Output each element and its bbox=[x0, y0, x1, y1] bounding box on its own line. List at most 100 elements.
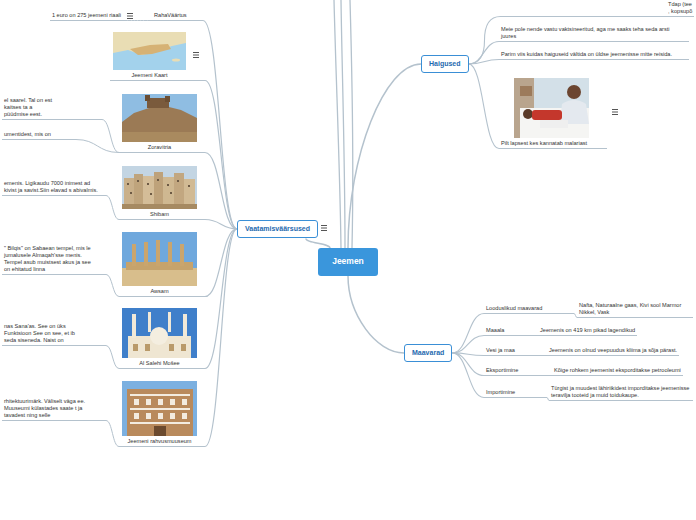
branch-line bbox=[205, 81, 237, 229]
subtopic: rhitektuurimärk. Väliselt väga ee. Muuse… bbox=[2, 398, 106, 421]
temple-picture bbox=[122, 268, 197, 286]
note-icon bbox=[193, 53, 199, 58]
offscreen-branch bbox=[341, 0, 345, 248]
branch-line bbox=[76, 140, 119, 153]
subtopic-text: Türgist ja muudest lähiriikidest impordi… bbox=[551, 385, 691, 399]
museum-picture bbox=[122, 381, 197, 436]
branch-line bbox=[205, 229, 237, 369]
map-picture bbox=[172, 59, 180, 62]
subtopic: 1 euro on 275 jeemeni riaali bbox=[50, 12, 123, 21]
picture-caption: Al Salehi Mošee bbox=[122, 360, 197, 367]
subtopic-text: Meie pole nende vastu vaktsineeritud, ag… bbox=[501, 26, 685, 40]
museum-picture bbox=[154, 426, 166, 436]
city-picture bbox=[143, 176, 154, 204]
city-picture bbox=[137, 180, 139, 182]
picture-topic: Pilt lapsest kes kannatab malariast bbox=[499, 76, 607, 149]
museum-picture bbox=[170, 399, 175, 405]
picture-topic: Awsam bbox=[119, 230, 205, 297]
subtopic: Jeemenis on olnud veepuudus kliima ja sõ… bbox=[547, 347, 679, 356]
subtopic: RahaVäärtus bbox=[152, 12, 203, 21]
subtopic: Tdap (tee , kopsupõ bbox=[666, 1, 694, 17]
branch-line bbox=[106, 274, 119, 296]
subtopic: nas Sana'as. See on üks Funktsioon See o… bbox=[2, 323, 106, 346]
branch-line bbox=[205, 229, 237, 447]
branch-line bbox=[205, 153, 237, 229]
temple-picture bbox=[122, 232, 197, 286]
city-picture bbox=[134, 174, 143, 204]
picture-topic: Zoravitria bbox=[119, 92, 205, 153]
mosque-picture bbox=[133, 344, 186, 351]
branch-line bbox=[205, 220, 237, 229]
subtopic-text: Vesi ja maa bbox=[486, 347, 543, 354]
patient-photo bbox=[523, 109, 533, 119]
topic-label: Vaatamisväärsused bbox=[245, 225, 310, 233]
note-icon bbox=[127, 14, 133, 19]
branch-line bbox=[452, 353, 484, 398]
map-picture bbox=[113, 32, 186, 55]
city-picture bbox=[157, 179, 159, 181]
map-picture bbox=[113, 32, 186, 70]
subtopic: Nafta, Naturaalne gaas, Kivi sool Marmor… bbox=[577, 302, 693, 318]
map-picture bbox=[113, 32, 186, 70]
mosque-picture bbox=[132, 314, 136, 338]
museum-picture bbox=[170, 413, 175, 419]
topic-label: Haigused bbox=[429, 60, 461, 68]
mosque-picture bbox=[169, 344, 174, 351]
subtopic-text: Jeemenis on 419 km pikad lagendikud bbox=[540, 327, 635, 334]
temple-picture bbox=[132, 240, 184, 266]
museum-picture bbox=[130, 422, 190, 424]
subtopic: Importimine bbox=[484, 389, 547, 398]
temple-picture bbox=[144, 242, 148, 266]
subtopic: emenis. Ligikaudu 7000 inimest ad kivist… bbox=[2, 180, 106, 196]
museum-picture bbox=[182, 399, 187, 405]
mosque-picture bbox=[183, 314, 187, 338]
patient-photo bbox=[540, 120, 568, 128]
main-topic: Maavarad bbox=[404, 344, 452, 362]
subtopic-text: el saarel. Tal on est kaitses ta a püüdm… bbox=[4, 97, 54, 118]
subtopic-text: RahaVäärtus bbox=[154, 12, 201, 19]
branch-line bbox=[106, 346, 119, 369]
branch-line bbox=[203, 21, 237, 229]
fortress-picture bbox=[165, 96, 170, 102]
topic-label: Maavarad bbox=[412, 349, 444, 357]
fortress-picture bbox=[122, 94, 197, 142]
picture-topic: Shibam bbox=[119, 164, 205, 220]
picture-topic: Jeemeni Kaart bbox=[110, 30, 205, 81]
patient-photo bbox=[567, 85, 581, 99]
subtopic: Türgist ja muudest lähiriikidest impordi… bbox=[549, 385, 693, 401]
subtopic-text: nas Sana'as. See on üks Funktsioon See o… bbox=[4, 323, 84, 344]
museum-picture bbox=[158, 399, 163, 405]
city-picture bbox=[167, 184, 169, 186]
subtopic-text: 1 euro on 275 jeemeni riaali bbox=[52, 12, 121, 19]
city-picture bbox=[127, 179, 190, 195]
subtopic: " Bilqis" on Sabaean tempel, mis le juma… bbox=[2, 245, 106, 275]
subtopic-text: Tdap (tee , kopsupõ bbox=[668, 1, 695, 15]
subtopic-text: rhitektuurimärk. Väliselt väga ee. Muuse… bbox=[4, 398, 94, 419]
museum-picture bbox=[130, 394, 190, 396]
city-picture bbox=[122, 166, 197, 209]
city-picture bbox=[122, 204, 197, 209]
picture-caption: Pilt lapsest kes kannatab malariast bbox=[499, 140, 607, 147]
temple-picture bbox=[180, 244, 184, 266]
museum-picture bbox=[158, 413, 163, 419]
subtopic-text: Kõige rohkem jeemenist eksporditakse pet… bbox=[554, 367, 681, 374]
subtopic-text: Nafta, Naturaalne gaas, Kivi sool Marmor… bbox=[579, 302, 693, 316]
note-icon bbox=[612, 110, 618, 115]
subtopic: Meie pole nende vastu vaktsineeritud, ag… bbox=[499, 26, 689, 42]
subtopic: Vesi ja maa bbox=[484, 347, 545, 356]
museum-picture bbox=[130, 408, 190, 410]
city-picture bbox=[177, 180, 179, 182]
museum-picture bbox=[134, 413, 139, 419]
city-picture bbox=[163, 177, 174, 204]
museum-picture bbox=[134, 399, 139, 405]
fortress-picture bbox=[122, 132, 197, 142]
city-picture bbox=[184, 179, 195, 204]
subtopic: Jeemenis on 419 km pikad lagendikud bbox=[538, 327, 637, 336]
subtopic: Eksportimine bbox=[484, 367, 550, 376]
branch-line bbox=[452, 353, 484, 376]
city-picture bbox=[150, 193, 152, 195]
museum-picture bbox=[122, 381, 197, 436]
subtopic-text: emenis. Ligikaudu 7000 inimest ad kivist… bbox=[4, 180, 98, 194]
subtopic-text: " Bilqis" on Sabaean tempel, mis le juma… bbox=[4, 245, 98, 273]
